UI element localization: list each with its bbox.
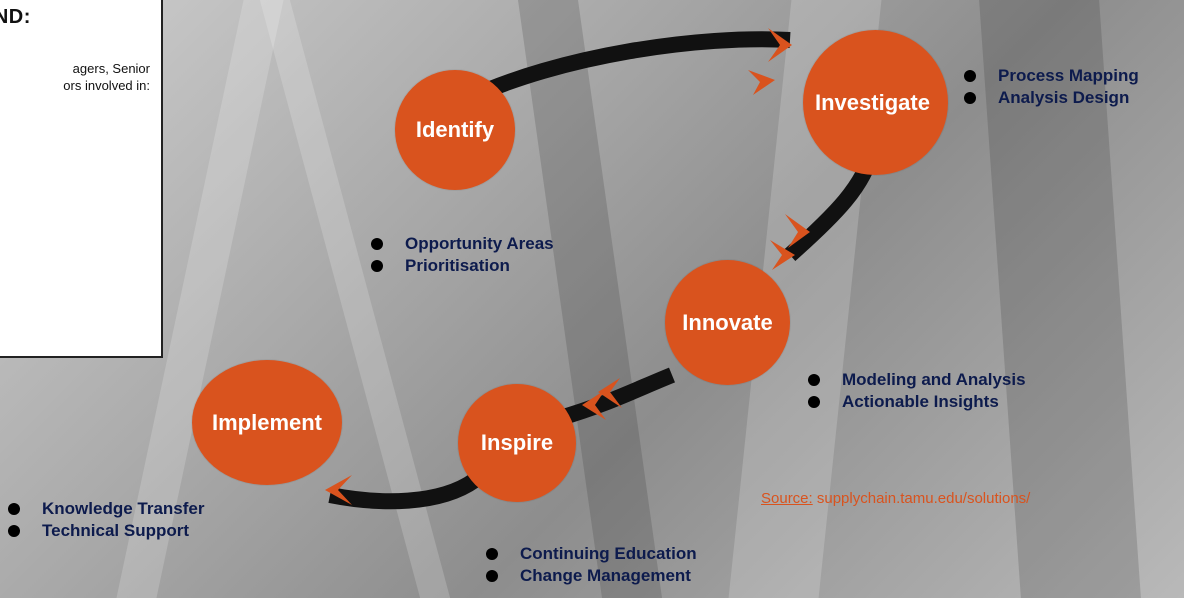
chevron-7 — [325, 475, 352, 505]
identify-bullets: Opportunity Areas Prioritisation — [371, 233, 554, 277]
arrow-innovate-to-inspire — [557, 367, 676, 426]
list-item: Opportunity Areas — [371, 233, 554, 255]
arrow-inspire-to-implement — [328, 473, 480, 510]
bullet-icon — [486, 548, 498, 560]
chevron-5 — [598, 378, 622, 408]
implement-bullets: Knowledge Transfer Technical Support — [8, 498, 204, 542]
legend-title: END: — [0, 6, 31, 28]
bullet-text: Modeling and Analysis — [842, 370, 1026, 389]
list-item: Knowledge Transfer — [8, 498, 204, 520]
inspire-bullets: Continuing Education Change Management — [486, 543, 697, 587]
bullet-icon — [486, 570, 498, 582]
stage-inspire: Inspire — [458, 384, 576, 502]
bullet-icon — [964, 92, 976, 104]
list-item: Actionable Insights — [808, 391, 1026, 413]
bullet-text: Change Management — [520, 566, 691, 585]
list-item: Prioritisation — [371, 255, 554, 277]
chevron-6 — [582, 390, 606, 420]
bullet-text: Actionable Insights — [842, 392, 999, 411]
bullet-text: Opportunity Areas — [405, 234, 554, 253]
stage-implement: Implement — [192, 360, 342, 485]
bullet-icon — [8, 503, 20, 515]
legend-line-1: agers, Senior — [72, 61, 150, 76]
chevron-1 — [768, 28, 792, 62]
source-citation: Source: supplychain.tamu.edu/solutions/ — [761, 490, 1030, 507]
stage-innovate: Innovate — [665, 260, 790, 385]
innovate-bullets: Modeling and Analysis Actionable Insight… — [808, 369, 1026, 413]
list-item: Analysis Design — [964, 87, 1139, 109]
bullet-icon — [8, 525, 20, 537]
stage-innovate-label: Innovate — [682, 309, 773, 335]
chevron-2 — [748, 70, 775, 95]
bullet-icon — [964, 70, 976, 82]
stage-investigate: Investigate — [803, 30, 948, 175]
legend-box: END: agers, Senior ors involved in: — [0, 0, 163, 358]
list-item: Technical Support — [8, 520, 204, 542]
bullet-text: Analysis Design — [998, 88, 1130, 107]
chevron-4 — [770, 240, 795, 270]
bullet-icon — [808, 374, 820, 386]
source-url: supplychain.tamu.edu/solutions/ — [812, 490, 1031, 507]
stage-identify: Identify — [395, 70, 515, 190]
bullet-text: Process Mapping — [998, 66, 1139, 85]
list-item: Process Mapping — [964, 65, 1139, 87]
list-item: Change Management — [486, 565, 697, 587]
list-item: Continuing Education — [486, 543, 697, 565]
list-item: Modeling and Analysis — [808, 369, 1026, 391]
bullet-icon — [371, 260, 383, 272]
chevron-3 — [785, 214, 810, 248]
stage-identify-label: Identify — [415, 117, 495, 142]
bullet-text: Continuing Education — [520, 544, 697, 563]
bullet-text: Technical Support — [42, 521, 190, 540]
bullet-text: Knowledge Transfer — [42, 499, 205, 518]
bullet-icon — [371, 238, 383, 250]
stage-investigate-label: Investigate — [815, 89, 930, 115]
stage-inspire-label: Inspire — [480, 430, 554, 455]
source-label[interactable]: Source: — [761, 490, 813, 507]
arrow-identify-to-investigate — [461, 31, 791, 108]
stage-implement-label: Implement — [211, 409, 323, 435]
bullet-icon — [808, 396, 820, 408]
bullet-text: Prioritisation — [405, 256, 510, 275]
legend-line-2: ors involved in: — [63, 78, 150, 93]
investigate-bullets: Process Mapping Analysis Design — [964, 65, 1139, 109]
legend-text: agers, Senior ors involved in: — [0, 60, 150, 94]
